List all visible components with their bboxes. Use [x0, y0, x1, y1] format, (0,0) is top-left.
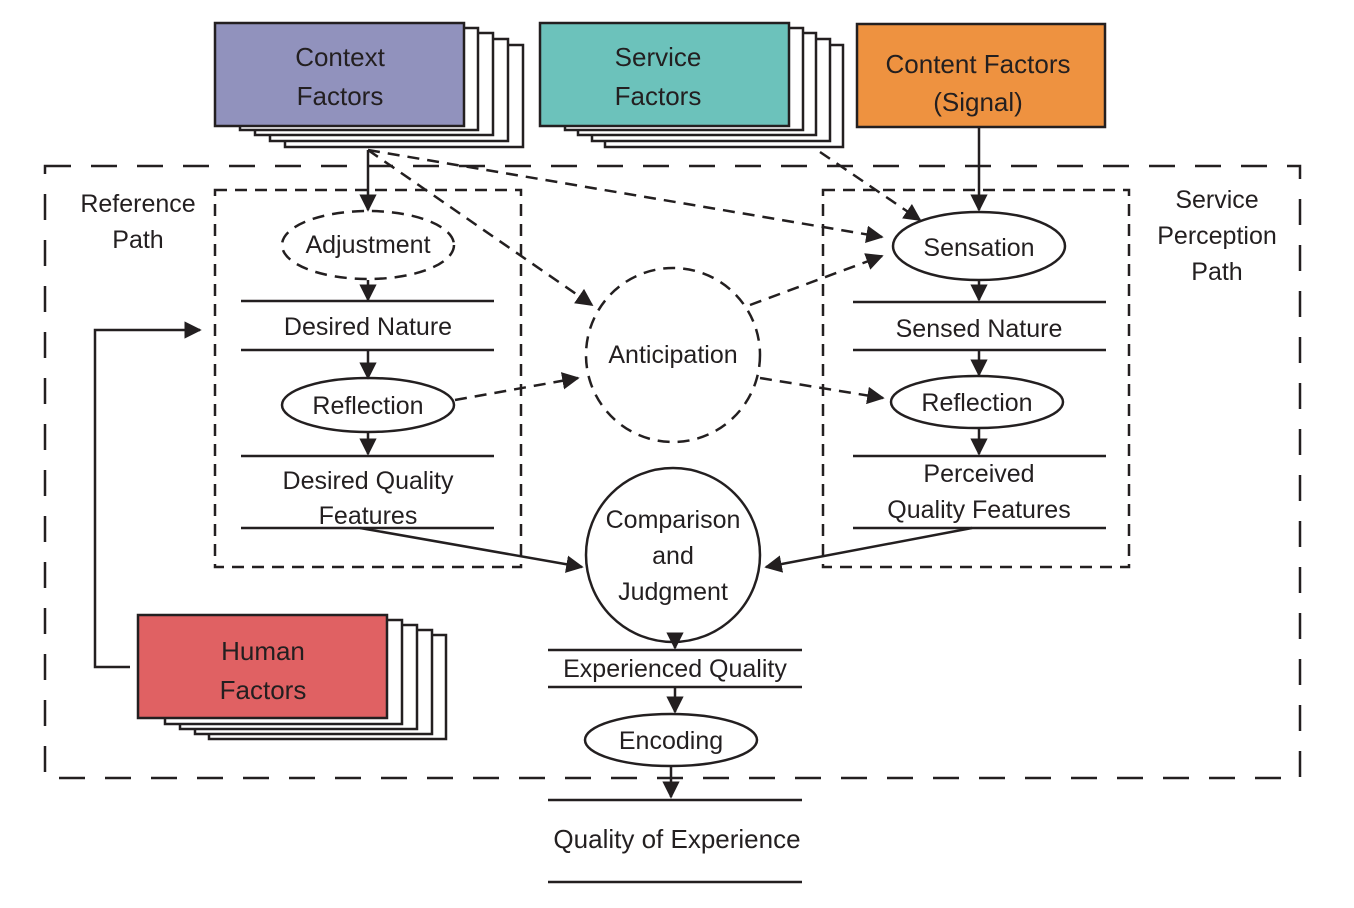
reference-path-label-1: Reference [80, 190, 195, 218]
qoe-label: Quality of Experience [553, 824, 800, 854]
desired-quality-label-1: Desired Quality [283, 467, 454, 495]
context-factors-box [213, 21, 466, 128]
sensed-nature-label: Sensed Nature [896, 315, 1063, 343]
anticipation-node [584, 266, 762, 444]
perception-path-label-1: Service [1175, 186, 1258, 214]
human-factors-box [136, 613, 389, 720]
service-factors-label-1: Service [615, 42, 702, 72]
content-factors-label-1: Content Factors [886, 49, 1071, 79]
perception-path-label-2: Perception [1157, 222, 1277, 250]
arrow-anticipation-to-reflection [759, 376, 885, 405]
arrow-service-to-sensation [819, 150, 922, 222]
outer-boundary [43, 164, 1302, 780]
service-factors-box [538, 21, 791, 128]
context-factors-stack: Context Factors [213, 21, 525, 149]
arrow-perceived-quality-to-comparison [764, 526, 973, 573]
reference-reflection-label: Reflection [312, 392, 423, 420]
experienced-quality-label: Experienced Quality [563, 655, 787, 683]
arrow-context-to-sensation [367, 148, 884, 243]
human-factors-label-2: Factors [220, 675, 307, 705]
human-factors-label-1: Human [221, 636, 305, 666]
context-factors-label-1: Context [295, 42, 385, 72]
perception-reflection-node [889, 374, 1065, 430]
desired-nature-label: Desired Nature [284, 313, 452, 341]
content-factors-group: Content Factors (Signal) [855, 22, 1107, 129]
content-factors-box [855, 22, 1107, 129]
comparison-label-3: Judgment [618, 578, 728, 606]
content-factors-label-2: (Signal) [933, 87, 1023, 117]
perception-reflection-label: Reflection [921, 389, 1032, 417]
sensation-label: Sensation [923, 234, 1034, 262]
desired-quality-label-2: Features [319, 502, 418, 530]
comparison-label-2: and [652, 542, 694, 570]
context-factors-label-2: Factors [297, 81, 384, 111]
service-factors-stack: Service Factors [538, 21, 845, 149]
arrow-anticipation-to-sensation [749, 253, 884, 307]
reference-path-label-2: Path [112, 226, 163, 254]
arrow-context-to-anticipation [367, 148, 594, 307]
adjustment-node [280, 209, 456, 281]
encoding-node [583, 712, 759, 768]
human-factors-stack: Human Factors [136, 613, 448, 741]
perceived-quality-label-2: Quality Features [887, 496, 1070, 524]
arrow-desired-quality-to-comparison [359, 526, 584, 573]
service-factors-label-2: Factors [615, 81, 702, 111]
encoding-label: Encoding [619, 727, 723, 755]
arrow-reflection-to-anticipation [454, 372, 580, 402]
perception-path-label-3: Path [1191, 258, 1242, 286]
arrow-human-to-reference [93, 321, 202, 669]
perceived-quality-label-1: Perceived [923, 460, 1034, 488]
anticipation-label: Anticipation [608, 341, 737, 369]
adjustment-label: Adjustment [305, 231, 430, 259]
comparison-label-1: Comparison [606, 506, 741, 534]
